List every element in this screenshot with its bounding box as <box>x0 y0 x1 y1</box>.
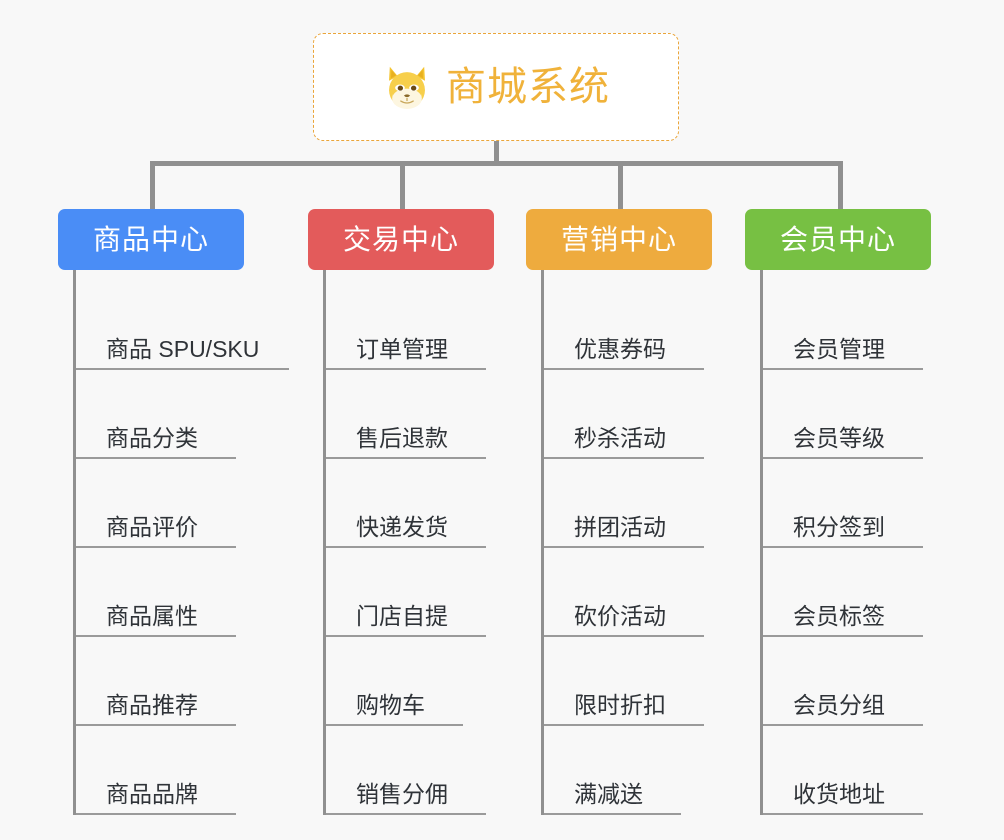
leaf-label: 商品评价 <box>106 514 198 540</box>
leaf-label: 商品品牌 <box>106 781 198 807</box>
leaf-item[interactable]: 会员等级 <box>763 370 931 459</box>
branch-header-label: 会员中心 <box>779 223 896 255</box>
leaf-item[interactable]: 拼团活动 <box>544 459 712 548</box>
leaf-rule <box>76 724 236 726</box>
leaf-list-trade: 订单管理 售后退款 快递发货 门店自提 购物车 销售分佣 <box>323 270 494 815</box>
leaf-label: 会员标签 <box>793 603 885 629</box>
branch-header-label: 商品中心 <box>92 223 209 255</box>
leaf-label: 优惠券码 <box>574 336 666 362</box>
leaf-rule <box>544 813 681 815</box>
branch-column-member: 会员中心 会员管理 会员等级 积分签到 会员标签 会员分组 <box>745 209 931 815</box>
branch-header-product[interactable]: 商品中心 <box>58 209 244 270</box>
leaf-item[interactable]: 订单管理 <box>326 281 494 370</box>
leaf-item[interactable]: 满减送 <box>544 726 712 815</box>
leaf-rule <box>544 546 704 548</box>
leaf-rule <box>326 368 486 370</box>
leaf-label: 限时折扣 <box>574 692 666 718</box>
leaf-rule <box>326 724 463 726</box>
leaf-label: 购物车 <box>356 692 425 718</box>
leaf-rule <box>326 635 486 637</box>
leaf-list-product: 商品 SPU/SKU 商品分类 商品评价 商品属性 商品推荐 商品品牌 <box>73 270 289 815</box>
branch-column-trade: 交易中心 订单管理 售后退款 快递发货 门店自提 购物车 <box>308 209 494 815</box>
leaf-rule <box>763 546 923 548</box>
leaf-rule <box>544 368 704 370</box>
leaf-rule <box>76 635 236 637</box>
leaf-label: 售后退款 <box>356 425 448 451</box>
branch-header-marketing[interactable]: 营销中心 <box>526 209 712 270</box>
leaf-rule <box>763 724 923 726</box>
leaf-label: 积分签到 <box>793 514 885 540</box>
leaf-label: 砍价活动 <box>574 603 666 629</box>
leaf-label: 订单管理 <box>356 336 448 362</box>
connector-drop-2 <box>400 161 405 209</box>
leaf-label: 商品 SPU/SKU <box>106 336 260 362</box>
leaf-rule <box>763 635 923 637</box>
leaf-label: 收货地址 <box>793 781 885 807</box>
leaf-list-member: 会员管理 会员等级 积分签到 会员标签 会员分组 收货地址 <box>760 270 931 815</box>
leaf-label: 门店自提 <box>356 603 448 629</box>
leaf-item[interactable]: 限时折扣 <box>544 637 712 726</box>
branch-column-marketing: 营销中心 优惠券码 秒杀活动 拼团活动 砍价活动 限时折扣 <box>526 209 712 815</box>
leaf-item[interactable]: 销售分佣 <box>326 726 494 815</box>
leaf-rule <box>326 813 486 815</box>
leaf-item[interactable]: 积分签到 <box>763 459 931 548</box>
leaf-item[interactable]: 商品属性 <box>76 548 275 637</box>
leaf-rule <box>326 457 486 459</box>
leaf-item[interactable]: 门店自提 <box>326 548 494 637</box>
leaf-label: 会员等级 <box>793 425 885 451</box>
root-node-card[interactable]: 商城系统 <box>313 33 679 141</box>
leaf-rule <box>763 368 923 370</box>
connector-drop-3 <box>618 161 623 209</box>
leaf-list-marketing: 优惠券码 秒杀活动 拼团活动 砍价活动 限时折扣 满减送 <box>541 270 712 815</box>
branch-header-member[interactable]: 会员中心 <box>745 209 931 270</box>
leaf-rule <box>544 457 704 459</box>
leaf-rule <box>763 813 923 815</box>
leaf-rule <box>76 546 236 548</box>
branch-column-product: 商品中心 商品 SPU/SKU 商品分类 商品评价 商品属性 商品推荐 <box>58 209 289 815</box>
leaf-item[interactable]: 快递发货 <box>326 459 494 548</box>
leaf-rule <box>326 546 486 548</box>
leaf-label: 商品属性 <box>106 603 198 629</box>
leaf-rule <box>544 635 704 637</box>
leaf-label: 商品分类 <box>106 425 198 451</box>
leaf-item[interactable]: 秒杀活动 <box>544 370 712 459</box>
connector-drop-1 <box>150 161 155 209</box>
leaf-label: 会员管理 <box>793 336 885 362</box>
leaf-rule <box>763 457 923 459</box>
shiba-dog-face-icon <box>389 66 425 110</box>
leaf-item[interactable]: 售后退款 <box>326 370 494 459</box>
leaf-rule <box>76 813 236 815</box>
connector-horizontal-bus <box>150 161 843 166</box>
leaf-label: 秒杀活动 <box>574 425 666 451</box>
leaf-item[interactable]: 会员管理 <box>763 281 931 370</box>
leaf-item[interactable]: 商品分类 <box>76 370 275 459</box>
leaf-item[interactable]: 商品推荐 <box>76 637 275 726</box>
branch-header-trade[interactable]: 交易中心 <box>308 209 494 270</box>
leaf-item[interactable]: 会员分组 <box>763 637 931 726</box>
leaf-item[interactable]: 商品品牌 <box>76 726 275 815</box>
leaf-rule <box>544 724 704 726</box>
leaf-item[interactable]: 砍价活动 <box>544 548 712 637</box>
branch-header-label: 营销中心 <box>560 223 677 255</box>
leaf-item[interactable]: 会员标签 <box>763 548 931 637</box>
branch-header-label: 交易中心 <box>342 223 459 255</box>
leaf-label: 满减送 <box>574 781 643 807</box>
leaf-item[interactable]: 收货地址 <box>763 726 931 815</box>
leaf-label: 商品推荐 <box>106 692 198 718</box>
leaf-label: 销售分佣 <box>356 781 448 807</box>
leaf-item[interactable]: 商品评价 <box>76 459 275 548</box>
leaf-rule <box>76 368 289 370</box>
connector-root-stem <box>494 141 499 164</box>
leaf-item[interactable]: 购物车 <box>326 637 494 726</box>
root-node-label: 商城系统 <box>446 65 610 109</box>
leaf-rule <box>76 457 236 459</box>
connector-drop-4 <box>838 161 843 209</box>
leaf-item[interactable]: 优惠券码 <box>544 281 712 370</box>
leaf-label: 拼团活动 <box>574 514 666 540</box>
leaf-label: 快递发货 <box>356 514 448 540</box>
leaf-item[interactable]: 商品 SPU/SKU <box>76 281 289 370</box>
leaf-label: 会员分组 <box>793 692 885 718</box>
